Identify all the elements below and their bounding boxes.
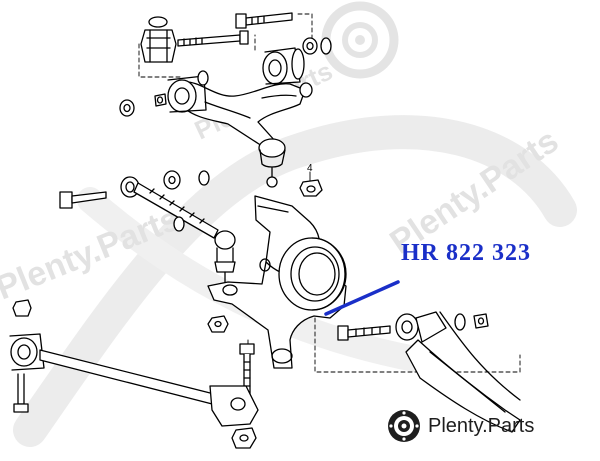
watermark-gear-icon bbox=[321, 1, 399, 79]
washer-nuts-upper-left bbox=[119, 37, 332, 117]
link-washers bbox=[163, 170, 210, 232]
rear-arm-washers bbox=[454, 313, 489, 331]
wheel-hub bbox=[278, 237, 347, 311]
upper-arm-bushing-right bbox=[262, 47, 305, 85]
upper-control-arm bbox=[182, 81, 306, 147]
watermark-swoosh bbox=[13, 115, 577, 447]
lower-nut-bottom bbox=[231, 427, 257, 449]
gear-disc-icon bbox=[388, 410, 420, 442]
rear-lower-arm bbox=[395, 311, 521, 433]
leader-line bbox=[324, 280, 400, 316]
line-drawing bbox=[9, 12, 521, 449]
upper-bolt-right bbox=[235, 12, 293, 29]
brand-name: Plenty.Parts bbox=[428, 414, 535, 437]
part-number-label: HR 822 323 bbox=[401, 240, 531, 266]
upper-long-bolt bbox=[177, 30, 249, 47]
toe-control-link bbox=[120, 176, 236, 283]
guide-lines-top bbox=[138, 13, 313, 78]
upper-bushing-nut bbox=[140, 16, 177, 63]
left-vertical-bolt bbox=[13, 373, 29, 413]
upper-arm-bushing-left bbox=[167, 70, 209, 113]
trailing-arm bbox=[9, 333, 259, 427]
left-top-nut bbox=[12, 299, 32, 317]
left-bolt bbox=[59, 191, 107, 209]
callout-number-label: 4 bbox=[307, 163, 313, 174]
knuckle-nut bbox=[207, 315, 229, 333]
rear-bolt bbox=[337, 325, 391, 341]
brand-logo: Plenty.Parts bbox=[386, 406, 591, 446]
callout-marker bbox=[299, 171, 323, 197]
upper-ball-joint bbox=[258, 138, 286, 188]
